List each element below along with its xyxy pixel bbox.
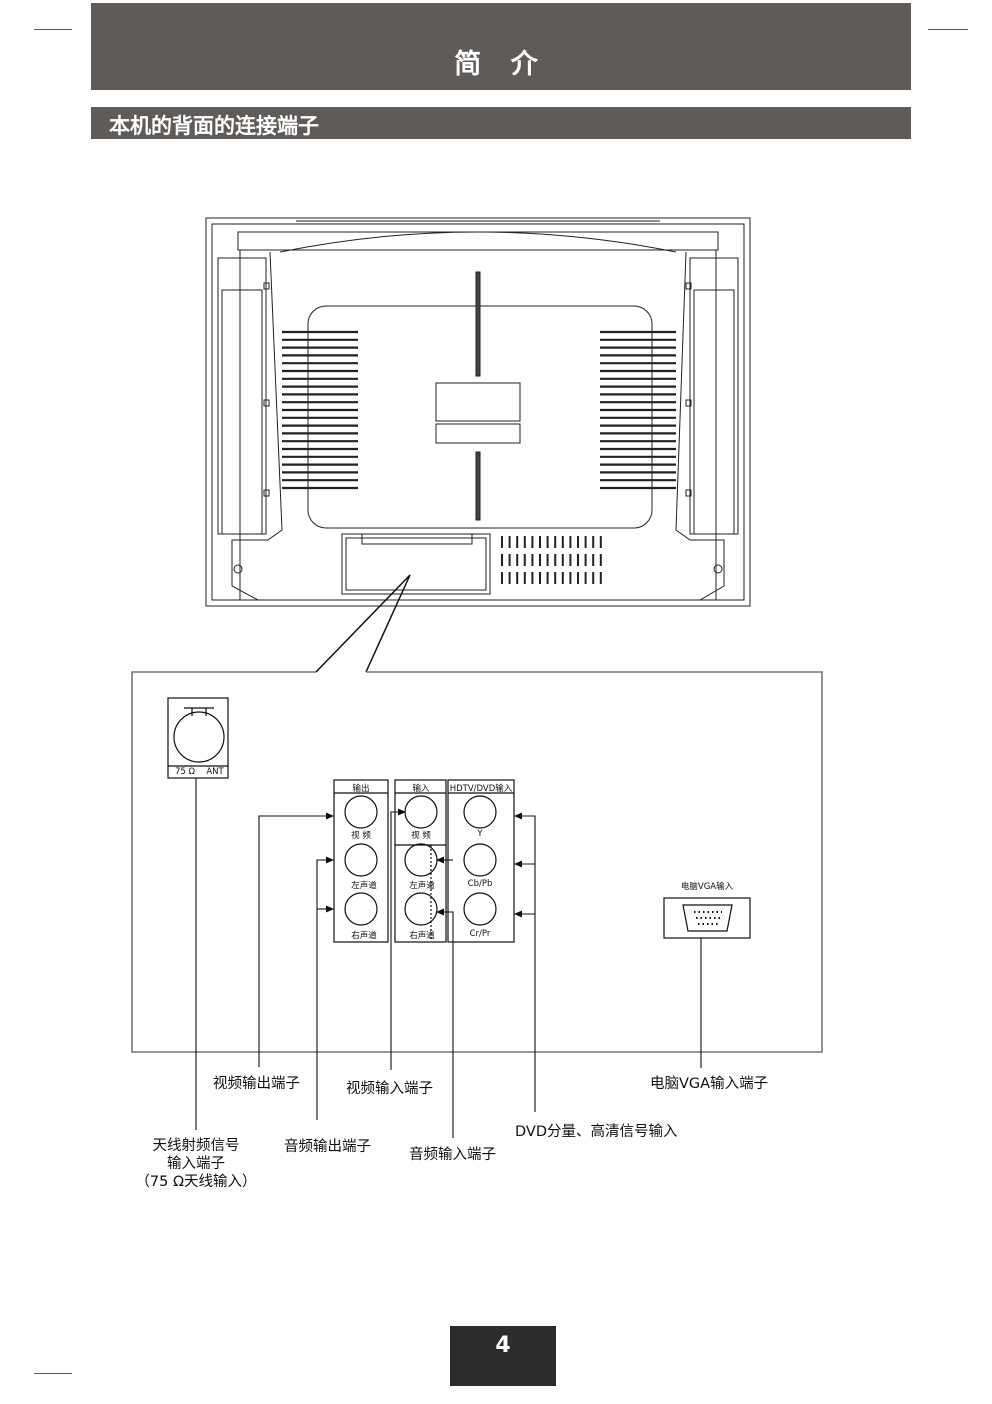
zoom-lines xyxy=(315,574,411,673)
section-title: 本机的背面的连接端子 xyxy=(109,114,319,138)
jack-label-cr-pr: Cr/Pr xyxy=(469,929,491,939)
vga-connector xyxy=(663,897,751,939)
trim-mark-top-right xyxy=(928,29,968,30)
callout-video-out: 视频输出端子 xyxy=(213,1076,300,1092)
jack-label-video-out: 视 频 xyxy=(351,831,371,841)
group-label-hdtv-dvd: HDTV/DVD输入 xyxy=(449,784,513,794)
page-title: 简 介 xyxy=(454,49,548,80)
page-number: 4 xyxy=(495,1332,511,1358)
callout-video-in: 视频输入端子 xyxy=(346,1081,433,1097)
detail-panel-frame xyxy=(131,671,823,1053)
jack-label-y: Y xyxy=(477,829,483,839)
antenna-label-impedance: 75 Ω xyxy=(174,767,196,777)
antenna-connector xyxy=(167,697,229,779)
vent-slots-bottom xyxy=(501,536,602,584)
vent-slots-left xyxy=(282,330,358,490)
jack-label-left-out: 左声道 xyxy=(351,881,377,891)
callout-antenna-line3: （75 Ω天线输入） xyxy=(135,1174,257,1190)
jack-label-left-in: 左声道 xyxy=(409,881,435,891)
jack-label-cb-pb: Cb/Pb xyxy=(467,879,493,889)
group-label-output: 输出 xyxy=(352,784,370,794)
trim-mark-top-left xyxy=(34,29,72,30)
callout-audio-in: 音频输入端子 xyxy=(409,1147,496,1163)
leader-lines xyxy=(195,778,702,1138)
callout-antenna: 天线射频信号 输入端子 （75 Ω天线输入） xyxy=(126,1137,266,1191)
jack-label-video-in: 视 频 xyxy=(411,831,431,841)
callout-audio-out: 音频输出端子 xyxy=(284,1139,371,1155)
jack-groups xyxy=(333,779,515,943)
trim-mark-bottom-left xyxy=(34,1373,72,1374)
antenna-label-ant: ANT xyxy=(206,767,224,777)
callout-dvd-component: DVD分量、高清信号输入 xyxy=(515,1124,678,1140)
jack-label-right-out: 右声道 xyxy=(351,931,377,941)
section-bar: 本机的背面的连接端子 xyxy=(91,107,911,139)
jack-label-right-in: 右声道 xyxy=(409,931,435,941)
group-label-input: 输入 xyxy=(412,784,430,794)
callout-pc-vga: 电脑VGA输入端子 xyxy=(650,1076,769,1092)
vga-title: 电脑VGA输入 xyxy=(680,882,734,892)
page-number-box: 4 xyxy=(450,1326,556,1386)
vent-slots-right xyxy=(600,330,676,490)
callout-antenna-line2: 输入端子 xyxy=(167,1156,225,1172)
header-bar: 简 介 xyxy=(91,3,911,90)
callout-antenna-line1: 天线射频信号 xyxy=(152,1138,240,1154)
tv-rear-illustration xyxy=(205,217,751,607)
